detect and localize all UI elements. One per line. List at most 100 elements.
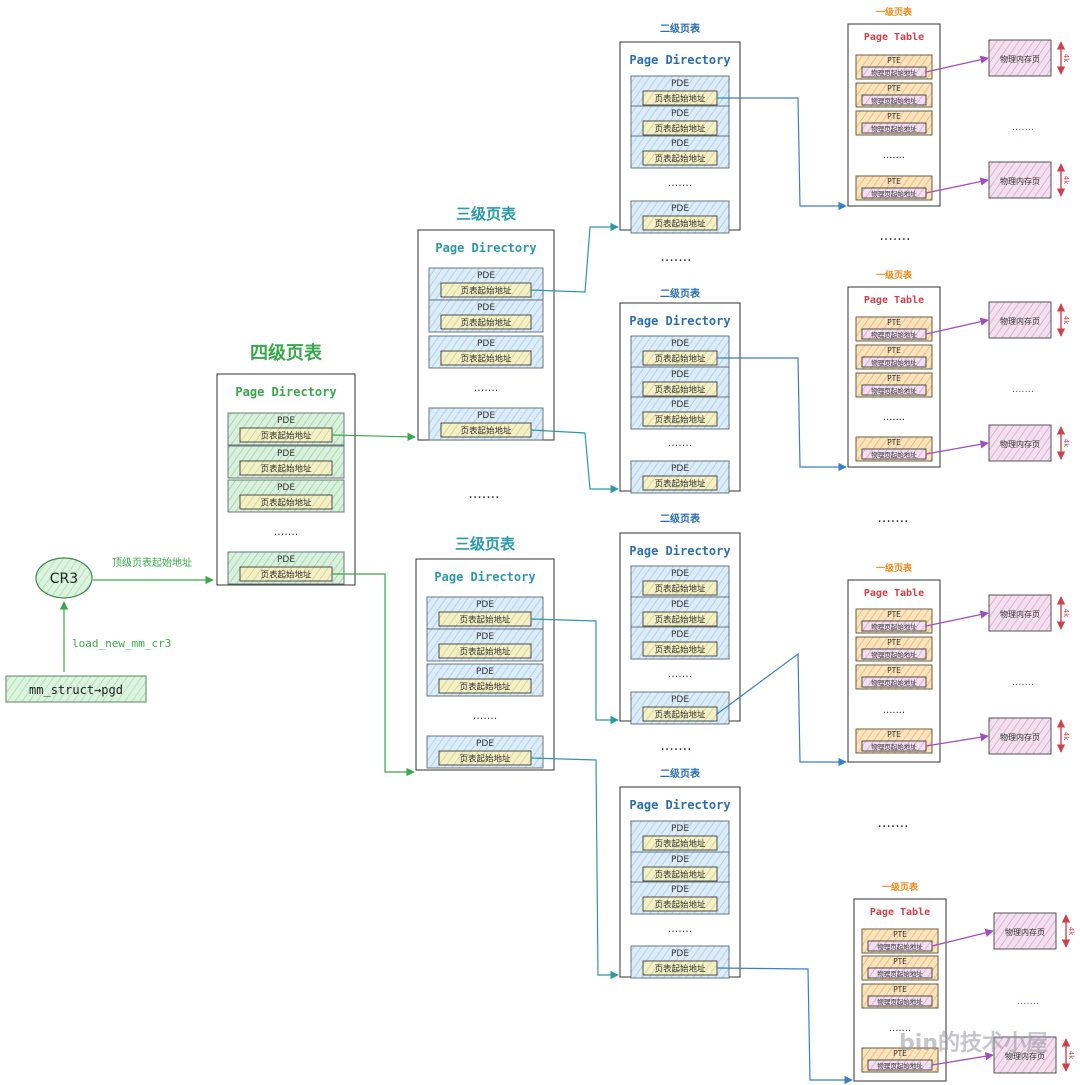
pte-label: PTE — [887, 318, 901, 327]
physical-page — [988, 161, 1052, 199]
page-directory-box — [417, 229, 555, 441]
l3-to-l2-arrow — [530, 429, 619, 494]
pte-label: PTE — [893, 930, 907, 939]
pde-field-label: 页表起始地址 — [260, 431, 312, 442]
l4-to-l3-arrow — [332, 573, 415, 777]
l3-to-l2-arrow — [530, 757, 619, 980]
pde-label: PDE — [476, 667, 494, 677]
physical-page — [988, 424, 1052, 462]
pte-label: PTE — [887, 112, 901, 121]
pte-label: PTE — [893, 985, 907, 994]
l2-to-l1-arrow — [716, 967, 853, 1085]
size-4k-label: 4k — [1062, 316, 1070, 325]
physical-page-label: 物理内存页 — [1000, 316, 1040, 326]
ellipsis: ....... — [1012, 384, 1034, 395]
pde-label: PDE — [671, 370, 689, 380]
pde-label: PDE — [671, 695, 689, 705]
pde-field-label: 页表起始地址 — [459, 682, 511, 693]
size-4k-label: 4k — [1062, 609, 1070, 618]
physical-page-label: 物理内存页 — [1000, 176, 1040, 186]
page-directory-label: Page Directory — [629, 544, 730, 558]
pte-label: PTE — [887, 666, 901, 675]
page-directory-label: Page Directory — [235, 385, 336, 399]
pde-label: PDE — [476, 632, 494, 642]
size-4k-label: 4k — [1062, 732, 1070, 741]
physical-page-label: 物理内存页 — [1005, 1051, 1045, 1061]
level-title: 二级页表 — [660, 512, 701, 525]
pde-label: PDE — [671, 400, 689, 410]
l2-to-l1-arrow — [717, 97, 847, 211]
level-title: 三级页表 — [456, 205, 517, 223]
ellipsis: ....... — [668, 667, 692, 680]
pte-field — [867, 995, 933, 1007]
ellipsis: ....... — [468, 486, 499, 502]
pde-field — [239, 460, 333, 476]
pde-field-label: 页表起始地址 — [654, 839, 706, 850]
pte-label: PTE — [887, 56, 901, 65]
pde-label: PDE — [477, 271, 495, 281]
pde-label: PDE — [671, 464, 689, 474]
page-directory-label: Page Directory — [629, 314, 730, 328]
pte-to-page-arrow — [925, 317, 989, 335]
pde-field-label: 页表起始地址 — [654, 584, 706, 595]
physical-page-label: 物理内存页 — [1000, 609, 1040, 619]
pde-field-label: 页表起始地址 — [460, 354, 512, 365]
watermark-label: bin的技术小屋 — [899, 1030, 1048, 1056]
size-4k-label: 4k — [1067, 927, 1075, 936]
pde-label: PDE — [671, 949, 689, 959]
pde-label: PDE — [671, 339, 689, 349]
pde-field-label: 页表起始地址 — [654, 964, 706, 975]
level-title: 一级页表 — [876, 269, 913, 281]
page-directory-label: Page Directory — [435, 241, 536, 255]
pde-field — [642, 641, 718, 657]
pte-field — [861, 384, 927, 396]
level-title: 一级页表 — [876, 6, 913, 18]
pte-field-label: 物理页起始地址 — [877, 1061, 923, 1070]
level-title: 一级页表 — [882, 881, 919, 893]
pde-label: PDE — [277, 449, 295, 459]
page-directory-box — [216, 373, 356, 586]
pde-field-label: 页表起始地址 — [654, 710, 706, 721]
cr3-label: CR3 — [50, 571, 78, 587]
physical-page — [988, 594, 1052, 632]
ellipsis: ....... — [660, 738, 691, 754]
pte-field-label: 物理页起始地址 — [871, 68, 917, 77]
pde-field — [642, 215, 718, 231]
pde-label: PDE — [477, 303, 495, 313]
pde-field — [642, 411, 718, 427]
pde-field-label: 页表起始地址 — [654, 900, 706, 911]
l3-to-l2-arrow — [530, 222, 619, 293]
pde-field-label: 页表起始地址 — [459, 647, 511, 658]
pte-field-label: 物理页起始地址 — [871, 622, 917, 631]
pde-field — [642, 381, 718, 397]
cr3-register — [35, 557, 93, 599]
size-4k-label: 4k — [1062, 176, 1070, 185]
pde-field — [440, 350, 532, 366]
l2-to-l1-arrow — [717, 357, 847, 472]
pde-label: PDE — [671, 855, 689, 865]
level-title: 四级页表 — [250, 342, 323, 364]
l3-to-l2-arrow — [530, 618, 619, 725]
pde-field-label: 页表起始地址 — [654, 154, 706, 165]
pde-field — [642, 835, 718, 851]
pde-label: PDE — [671, 630, 689, 640]
page-table-label: Page Table — [864, 295, 924, 306]
pte-to-page-arrow — [925, 177, 989, 194]
ellipsis: ....... — [1017, 996, 1039, 1007]
level-title: 二级页表 — [660, 22, 701, 35]
pte-field-label: 物理页起始地址 — [871, 358, 917, 367]
physical-page-label: 物理内存页 — [1000, 54, 1040, 64]
l2-to-l1-arrow — [716, 652, 847, 767]
pde-field-label: 页表起始地址 — [459, 754, 511, 765]
pde-label: PDE — [671, 204, 689, 214]
pte-field-label: 物理页起始地址 — [871, 678, 917, 687]
pde-label: PDE — [277, 416, 295, 426]
page-table-label: Page Table — [864, 588, 924, 599]
physical-page — [993, 1036, 1057, 1074]
pte-label: PTE — [887, 177, 901, 186]
pde-field-label: 页表起始地址 — [654, 219, 706, 230]
pde-label: PDE — [671, 109, 689, 119]
pte-field — [867, 967, 933, 979]
